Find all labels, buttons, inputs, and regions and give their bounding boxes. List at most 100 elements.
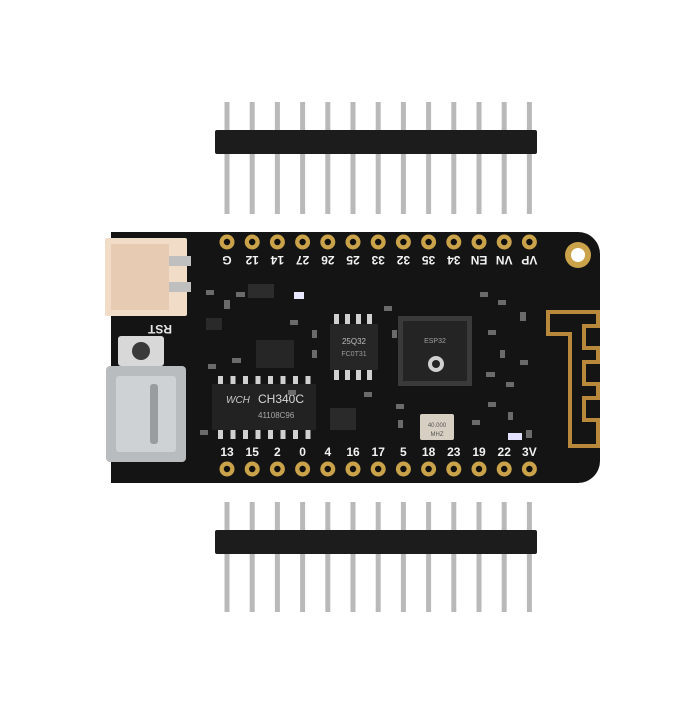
header-pin <box>300 502 306 612</box>
mcu-body <box>403 321 467 381</box>
header-pin <box>300 102 306 214</box>
top-header-body <box>215 130 537 154</box>
voltage-regulator <box>256 340 294 368</box>
pin-label: 15 <box>246 445 260 459</box>
gpio-pad-hole <box>425 238 432 246</box>
smd-part <box>488 330 496 335</box>
pin-label: 3V <box>522 445 537 459</box>
header-pin <box>526 102 532 214</box>
smd-part <box>290 320 298 325</box>
header-pin <box>501 502 507 612</box>
header-pin <box>274 502 280 612</box>
bottom-pin-header <box>215 502 537 612</box>
chip-leg <box>305 429 311 439</box>
jst-pin <box>169 282 191 292</box>
chip-leg <box>218 376 223 385</box>
rst-label: RST <box>147 322 172 336</box>
header-pin <box>325 102 331 214</box>
chip-leg <box>293 376 298 385</box>
antenna-trace <box>546 310 600 448</box>
chip-leg <box>255 376 261 385</box>
smd-part <box>520 312 526 321</box>
header-pin <box>224 102 230 214</box>
smd-part <box>396 404 404 409</box>
pin-label: 5 <box>400 445 407 459</box>
chip-leg <box>356 369 361 380</box>
ch340c-chip: WCH CH340C 41108C96 <box>212 376 316 439</box>
header-pin <box>249 502 255 612</box>
smd-part <box>200 430 208 435</box>
crystal-label: 40.000 <box>428 423 447 429</box>
pin-label: 27 <box>296 253 310 267</box>
gpio-pad-hole <box>274 238 281 246</box>
espressif-logo-inner-icon <box>432 360 440 368</box>
usb-c-face <box>116 376 176 452</box>
chip-leg <box>334 369 339 380</box>
gpio-pad-hole <box>223 238 231 246</box>
flash-body <box>330 324 378 370</box>
crystal-unit: MHZ <box>431 432 444 438</box>
chip-leg <box>367 314 372 325</box>
smd-part <box>312 330 317 338</box>
gpio-pad-hole <box>223 465 231 473</box>
pin-label: G <box>222 253 231 267</box>
pin-label: 22 <box>498 445 512 459</box>
jst-pin <box>169 256 191 266</box>
header-pin <box>476 102 482 214</box>
header-pin <box>526 502 532 612</box>
chip-leg <box>243 376 248 385</box>
pcb-antenna <box>546 310 600 448</box>
chip-leg <box>345 369 350 380</box>
header-pin <box>224 502 230 612</box>
gpio-pad-hole <box>475 465 483 473</box>
usb-c-port <box>150 384 158 444</box>
chip-leg <box>356 314 361 325</box>
header-pin <box>476 502 482 612</box>
smd-part <box>232 358 241 363</box>
smd-part <box>500 350 505 358</box>
gpio-pad-hole <box>425 465 432 473</box>
chip-leg <box>230 429 236 439</box>
gpio-pad-hole <box>475 238 483 246</box>
smd-part <box>526 430 532 438</box>
smd-part <box>398 420 403 428</box>
pin-label: EN <box>471 253 488 267</box>
smd-part <box>486 372 495 377</box>
reset-button-cap <box>132 342 150 360</box>
gpio-pad-hole <box>349 238 357 246</box>
status-led <box>294 292 304 299</box>
chip-leg <box>345 314 350 325</box>
pin-label: 32 <box>396 253 410 267</box>
smd-part <box>488 402 496 407</box>
gpio-pad-hole <box>349 465 357 473</box>
pin-label: 34 <box>447 253 461 267</box>
chip-leg <box>268 376 273 385</box>
pin-label: 33 <box>371 253 385 267</box>
chip-leg <box>334 314 339 325</box>
gpio-pad-hole <box>324 465 331 473</box>
smd-part <box>288 390 296 395</box>
header-pin <box>426 502 432 612</box>
smd-part <box>224 300 230 309</box>
gpio-pad-hole <box>400 238 407 246</box>
smd-part <box>480 292 488 297</box>
header-pin <box>350 502 356 612</box>
smd-part <box>206 290 214 295</box>
smd-part <box>506 382 514 387</box>
pin-label: 13 <box>220 445 234 459</box>
pin-label: 2 <box>274 445 281 459</box>
pin-label: 17 <box>372 445 386 459</box>
smd-part <box>236 292 245 297</box>
header-pin <box>400 102 406 214</box>
chip-leg <box>230 376 236 385</box>
reset-button: RST <box>118 322 172 366</box>
pin-label: 12 <box>245 253 259 267</box>
header-pin <box>350 102 356 214</box>
battery-connector <box>105 238 191 316</box>
gpio-pad-hole <box>501 465 508 473</box>
usb-c-connector <box>106 366 186 462</box>
pin-label: 0 <box>299 445 306 459</box>
gpio-pad-hole <box>274 465 281 473</box>
